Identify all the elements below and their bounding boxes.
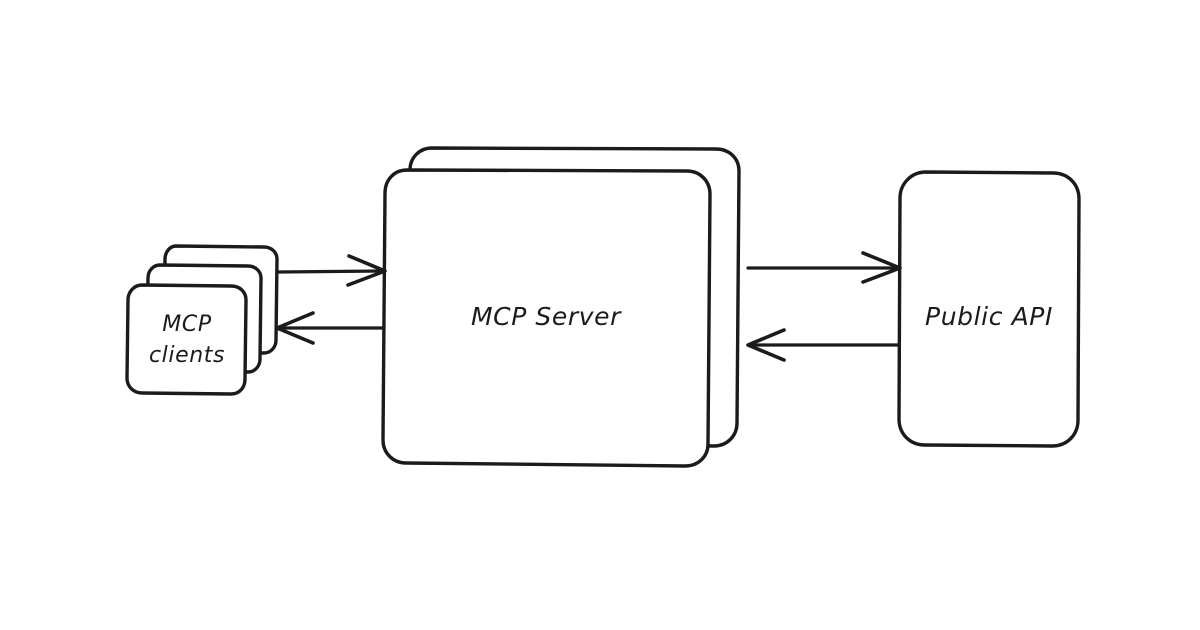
edge-api-to-server[interactable]	[746, 328, 901, 362]
node-mcp-server[interactable]: MCP Server	[381, 146, 741, 468]
edge-server-to-clients-arrowhead	[275, 311, 315, 345]
edge-clients-to-server[interactable]	[277, 254, 387, 287]
mcp-clients-label-line2: clients	[149, 343, 225, 368]
edge-server-to-api[interactable]	[746, 251, 902, 284]
mcp-clients-card-front	[125, 283, 248, 396]
edge-server-to-api-arrowhead	[861, 251, 902, 284]
mcp-server-card-front	[381, 168, 712, 468]
node-mcp-clients[interactable]: MCP clients	[125, 244, 279, 396]
edge-clients-to-server-line	[277, 269, 385, 274]
public-api-label: Public API	[925, 302, 1053, 331]
edge-api-to-server-arrowhead	[746, 328, 786, 362]
node-public-api[interactable]: Public API	[897, 170, 1081, 448]
edge-server-to-clients[interactable]	[275, 311, 386, 345]
mcp-clients-label-line1: MCP	[162, 312, 212, 337]
mcp-server-label: MCP Server	[471, 302, 622, 331]
public-api-card	[897, 170, 1081, 448]
edge-clients-to-server-arrowhead	[346, 254, 387, 287]
